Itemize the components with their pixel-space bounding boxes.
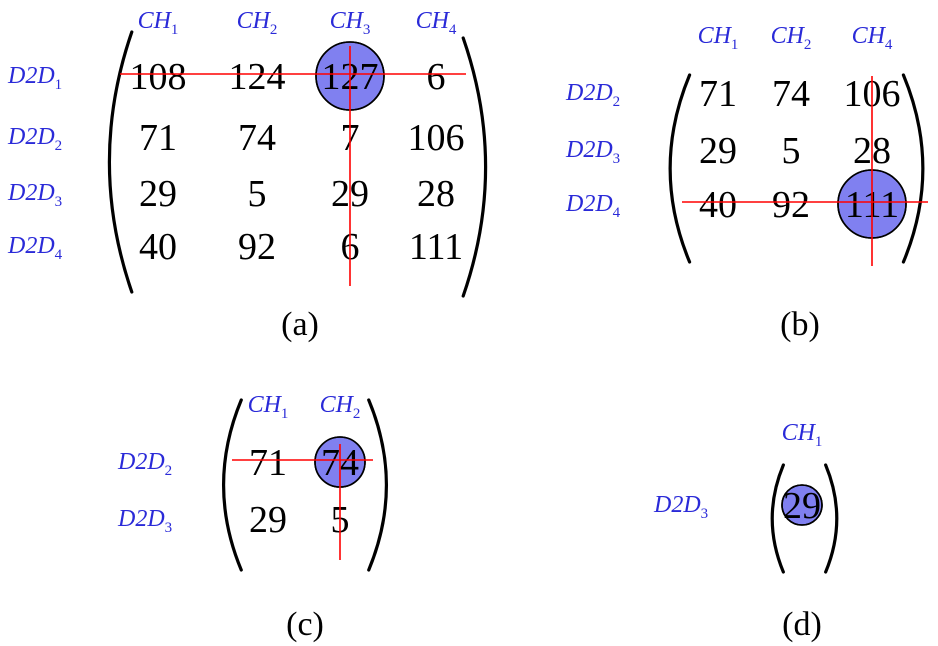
column-header-base: CH — [771, 23, 806, 49]
subfigure-caption: (c) — [286, 606, 324, 643]
row-label-subscript: 4 — [613, 205, 621, 221]
highlight-circle-outline — [781, 484, 823, 526]
column-header-subscript: 4 — [449, 22, 457, 38]
matrix-cell: 106 — [408, 117, 465, 159]
column-header-subscript: 3 — [363, 22, 371, 38]
column-header-subscript: 1 — [815, 434, 823, 450]
column-header-base: CH — [698, 23, 733, 49]
matrix-cell: 71 — [139, 117, 177, 159]
right-parenthesis — [824, 463, 839, 574]
column-header: CH1 — [698, 23, 739, 53]
matrix-cell: 5 — [248, 173, 267, 215]
matrix-d-marks — [770, 463, 839, 574]
column-header-base: CH — [138, 8, 173, 34]
row-label-subscript: 3 — [701, 506, 709, 522]
right-parenthesis — [367, 398, 389, 572]
left-parenthesis — [221, 398, 243, 572]
matrix-cell: 29 — [249, 499, 287, 541]
row-label-subscript: 2 — [55, 138, 63, 154]
column-header: CH2 — [237, 8, 278, 38]
column-header: CH2 — [771, 23, 812, 53]
subfigure-caption: (d) — [782, 606, 822, 643]
row-label-base: D2D — [565, 191, 613, 217]
row-label: D2D3 — [117, 506, 172, 536]
subfigure-caption: (b) — [780, 306, 820, 343]
column-header-base: CH — [237, 8, 272, 34]
row-label: D2D3 — [7, 180, 62, 210]
row-label-subscript: 1 — [55, 77, 63, 93]
left-parenthesis — [107, 30, 134, 294]
row-label-subscript: 2 — [165, 463, 173, 479]
column-header-subscript: 2 — [270, 22, 278, 38]
column-header: CH4 — [416, 8, 457, 38]
row-label: D2D3 — [565, 137, 620, 167]
column-header: CH3 — [330, 8, 371, 38]
matrix-cell: 74 — [772, 73, 810, 115]
column-header: CH1 — [138, 8, 179, 38]
matrix-cell: 29 — [139, 173, 177, 215]
column-header-base: CH — [330, 8, 365, 34]
matrix-cell: 74 — [238, 117, 276, 159]
column-header-subscript: 1 — [171, 22, 179, 38]
row-label-subscript: 3 — [55, 194, 63, 210]
matrix-cell: 40 — [139, 226, 177, 268]
column-header-base: CH — [320, 392, 355, 418]
row-label-subscript: 3 — [613, 151, 621, 167]
matrix-cell: 92 — [238, 226, 276, 268]
left-parenthesis — [668, 73, 692, 264]
column-header: CH1 — [248, 392, 289, 422]
matrix-cell: 108 — [130, 56, 187, 98]
row-label-base: D2D — [653, 492, 701, 518]
matrix-cell: 71 — [699, 73, 737, 115]
column-header-subscript: 2 — [804, 37, 812, 53]
row-label-base: D2D — [117, 449, 165, 475]
row-label-subscript: 2 — [613, 94, 621, 110]
row-label: D2D4 — [565, 191, 621, 221]
column-header-subscript: 4 — [885, 37, 893, 53]
left-parenthesis — [770, 463, 785, 574]
column-header-base: CH — [416, 8, 451, 34]
row-label-base: D2D — [7, 124, 55, 150]
row-label-base: D2D — [7, 180, 55, 206]
matrix-cell: 5 — [782, 130, 801, 172]
column-header-base: CH — [782, 420, 817, 446]
row-label-subscript: 4 — [55, 247, 63, 263]
row-label: D2D2 — [565, 80, 620, 110]
row-label-subscript: 3 — [165, 520, 173, 536]
matrix-cell: 71 — [249, 442, 287, 484]
column-header-subscript: 2 — [353, 406, 361, 422]
row-label-base: D2D — [565, 137, 613, 163]
matrix-cell: 40 — [699, 184, 737, 226]
matrix-c-marks — [221, 398, 389, 572]
column-header-base: CH — [248, 392, 283, 418]
row-label: D2D4 — [7, 233, 63, 263]
row-label-base: D2D — [7, 233, 55, 259]
subfigure-caption: (a) — [281, 306, 319, 343]
row-label: D2D2 — [7, 124, 62, 154]
row-label: D2D2 — [117, 449, 172, 479]
row-label: D2D3 — [653, 492, 708, 522]
matrix-cell: 28 — [417, 173, 455, 215]
row-label-base: D2D — [117, 506, 165, 532]
row-label-base: D2D — [565, 80, 613, 106]
matrix-cell: 92 — [772, 184, 810, 226]
right-parenthesis — [461, 36, 488, 298]
column-header: CH4 — [852, 23, 893, 53]
column-header: CH1 — [782, 420, 823, 450]
matrix-cell: 111 — [409, 226, 463, 268]
row-label: D2D1 — [7, 63, 62, 93]
matrix-cell: 29 — [699, 130, 737, 172]
right-parenthesis — [901, 73, 925, 264]
matrix-cell: 124 — [229, 56, 286, 98]
column-header: CH2 — [320, 392, 361, 422]
matrix-cell: 6 — [427, 56, 446, 98]
column-header-subscript: 1 — [731, 37, 739, 53]
column-header-base: CH — [852, 23, 887, 49]
row-label-base: D2D — [7, 63, 55, 89]
column-header-subscript: 1 — [281, 406, 289, 422]
